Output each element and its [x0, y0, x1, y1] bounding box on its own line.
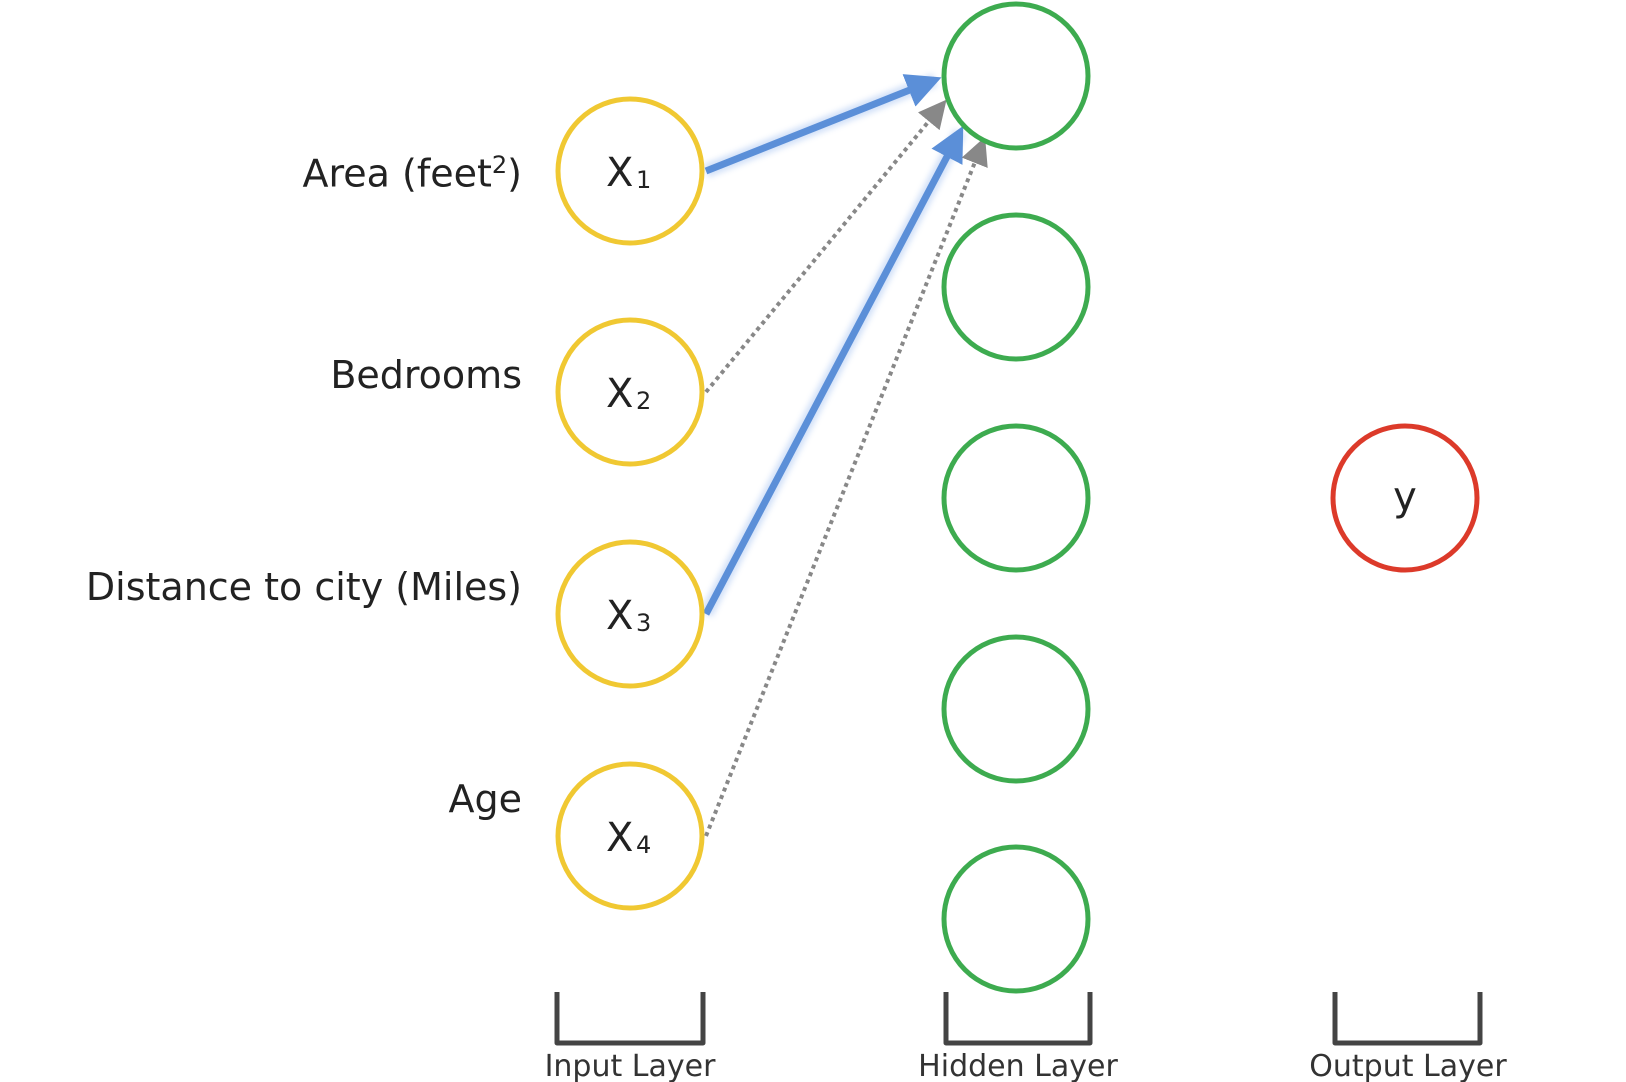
input-node-x1-var: X: [606, 150, 633, 196]
connection-x2-h1: [704, 99, 947, 394]
feature-label-area: Area (feet2): [302, 151, 523, 196]
input-node-x4-var: X: [606, 815, 633, 861]
layer-brackets: [554, 992, 1483, 1046]
output-layer-bracket: [1332, 992, 1483, 1046]
connection-x4-h1: [704, 136, 988, 837]
hidden-node-4: [941, 634, 1091, 784]
hidden-layer-label: Hidden Layer: [918, 1049, 1118, 1082]
hidden-node-5: [941, 844, 1091, 994]
input-node-x1-sub: 1: [636, 166, 651, 194]
input-node-x3-var: X: [606, 593, 633, 639]
feature-label-distance: Distance to city (Miles): [85, 565, 522, 609]
hidden-layer-nodes: [941, 1, 1091, 994]
output-node: y: [1330, 423, 1480, 573]
connections: [699, 73, 988, 837]
hidden-node-1: [941, 1, 1091, 151]
input-node-x2: X 2: [555, 317, 705, 467]
input-node-x4: X 4: [555, 761, 705, 911]
input-node-x1: X 1: [555, 96, 705, 246]
input-layer-bracket: [554, 992, 706, 1046]
input-node-x2-sub: 2: [636, 387, 651, 415]
hidden-layer-bracket: [943, 992, 1093, 1046]
input-node-x4-sub: 4: [636, 831, 651, 859]
hidden-node-3: [941, 423, 1091, 573]
feature-label-bedrooms: Bedrooms: [330, 353, 522, 397]
hidden-node-2: [941, 212, 1091, 362]
input-node-x3-sub: 3: [636, 609, 651, 637]
feature-label-age: Age: [448, 777, 523, 821]
input-layer-label: Input Layer: [545, 1049, 717, 1082]
input-layer-nodes: X 1 X 2 X 3 X 4: [555, 96, 705, 911]
input-node-x3: X 3: [555, 539, 705, 689]
connection-x3-h1: [702, 125, 964, 616]
output-node-label: y: [1393, 474, 1417, 520]
output-layer-label: Output Layer: [1309, 1049, 1507, 1082]
input-node-x2-var: X: [606, 371, 633, 417]
connection-x1-h1: [704, 74, 942, 175]
